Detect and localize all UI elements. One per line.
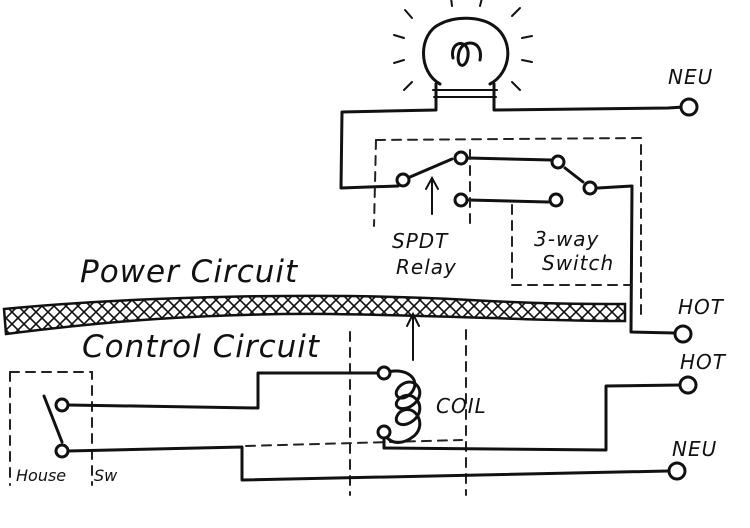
control-circuit-label: Control Circuit [82,329,321,365]
hot-power-label: HOT [678,295,725,319]
neu-bottom-label: NEU [672,437,717,461]
coil-label: COIL [436,394,487,418]
lamp-wiring [339,100,686,190]
terminal-neu-top [679,97,699,117]
hot-control-label: HOT [680,350,727,374]
spdt-relay-contacts [395,150,554,208]
control-wiring [42,371,683,482]
terminal-neu-bottom [667,461,687,481]
neu-top-label: NEU [668,65,713,89]
isolation-band [2,294,627,336]
switch-label-line1: 3-way [534,227,600,251]
three-way-switch-contacts [548,154,677,335]
house-label: House [16,466,66,485]
relay-box-outline [373,136,642,321]
light-bulb-icon [393,0,533,104]
sw-label: Sw [94,466,118,485]
relay-label-line2: Relay [396,255,457,279]
glow-rays [393,0,533,91]
switch-label-line2: Switch [542,251,614,275]
terminal-hot-control [678,375,698,395]
coil-icon [376,365,422,450]
relay-label-line1: SPDT [392,229,449,253]
control-box-outline [9,311,467,496]
power-circuit-label: Power Circuit [80,254,299,290]
terminal-hot-power [673,324,693,344]
